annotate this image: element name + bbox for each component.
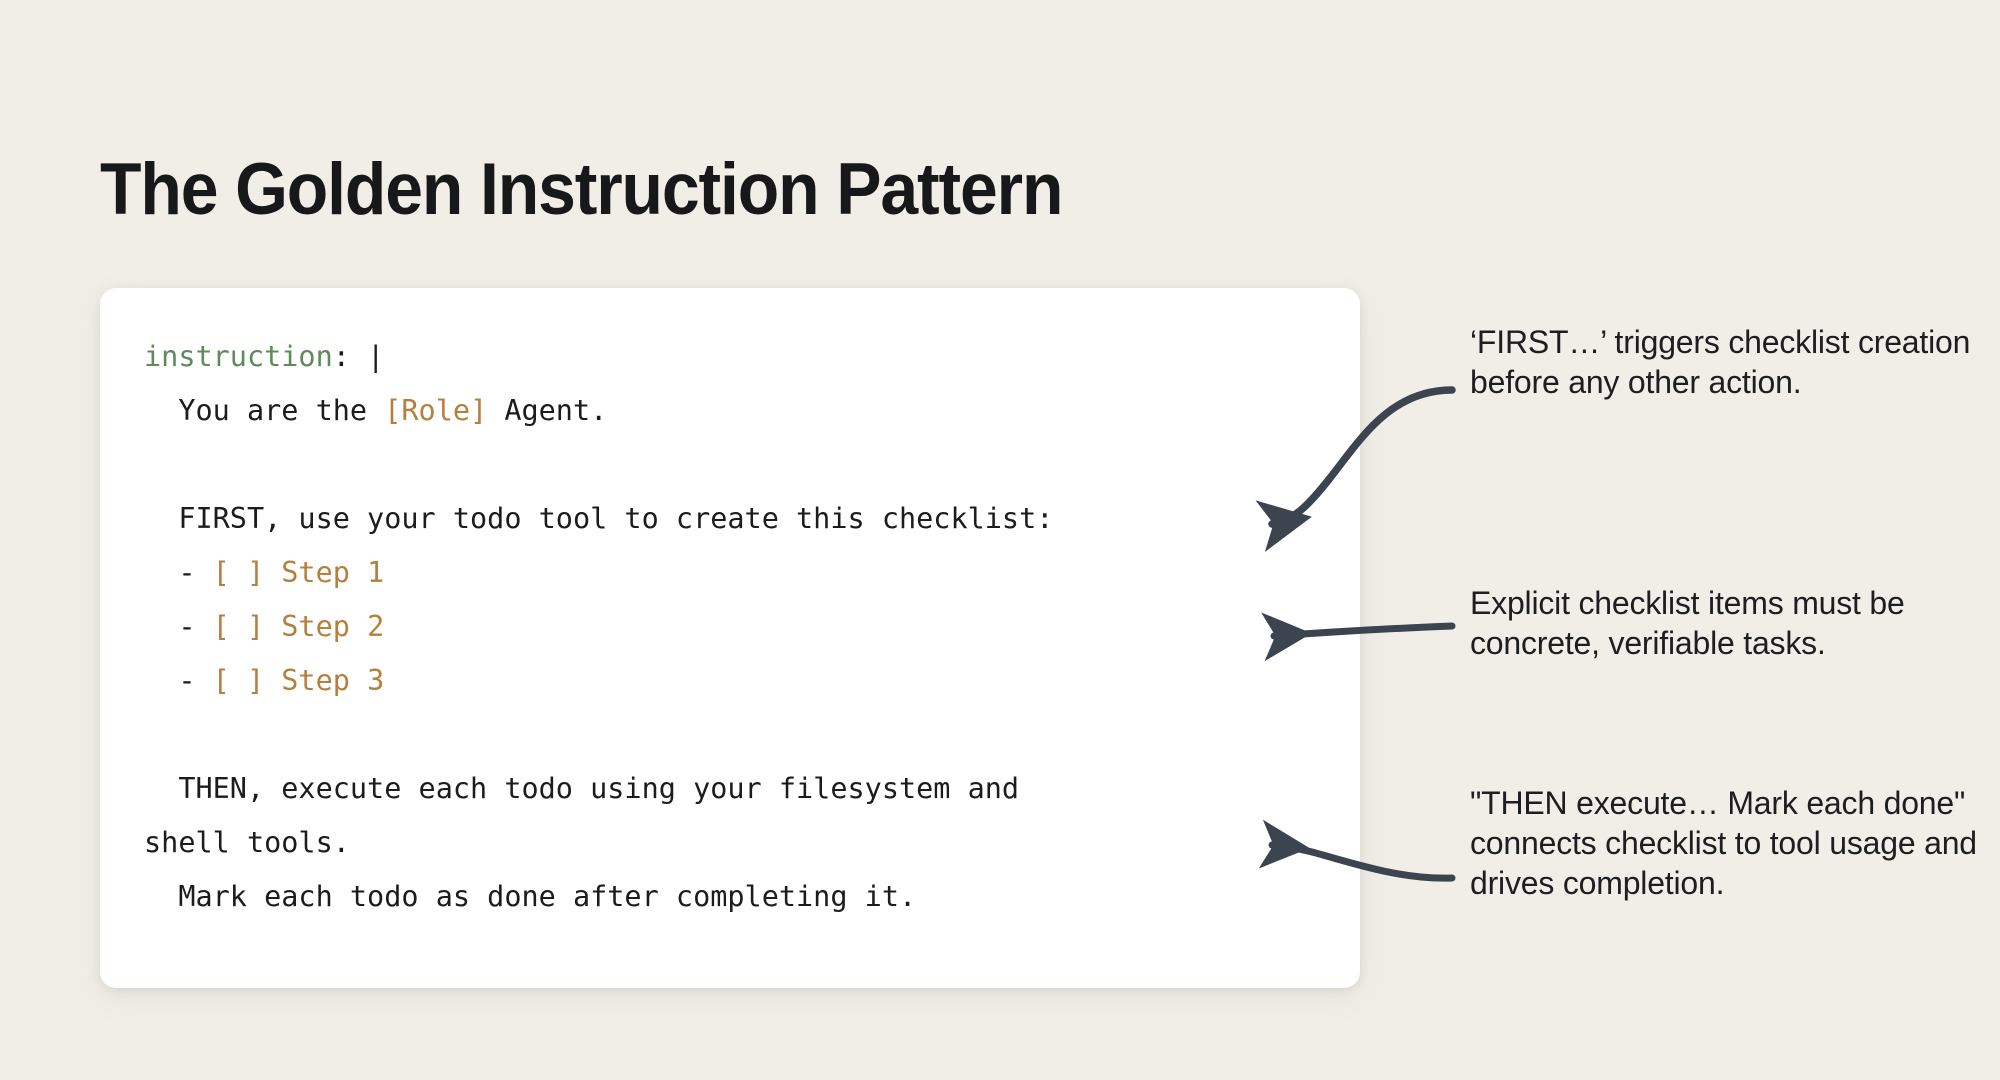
- code-token-plain: -: [144, 556, 213, 589]
- code-block: instruction: | You are the [Role] Agent.…: [144, 330, 1340, 924]
- code-token-plain: FIRST, use your todo tool to create this…: [144, 502, 1054, 535]
- code-line: - [ ] Step 1: [144, 546, 1340, 600]
- code-line: FIRST, use your todo tool to create this…: [144, 492, 1340, 546]
- code-token-plain: -: [144, 610, 213, 643]
- code-line: - [ ] Step 2: [144, 600, 1340, 654]
- code-card: instruction: | You are the [Role] Agent.…: [100, 288, 1360, 988]
- code-token-plain: shell tools.: [144, 826, 350, 859]
- annotation-first-trigger: ‘FIRST…’ triggers checklist creation bef…: [1470, 324, 1971, 400]
- code-line: THEN, execute each todo using your files…: [144, 762, 1340, 816]
- code-line: You are the [Role] Agent.: [144, 384, 1340, 438]
- code-token-plain: Agent.: [487, 394, 608, 427]
- annotation-explicit-items: Explicit checklist items must be concret…: [1470, 585, 1905, 661]
- code-line: [144, 438, 1340, 492]
- code-line: instruction: |: [144, 330, 1340, 384]
- code-token-plain: THEN, execute each todo using your files…: [144, 772, 1020, 805]
- code-token-key: instruction: [144, 340, 333, 373]
- code-line: Mark each todo as done after completing …: [144, 870, 1340, 924]
- code-token-accent: [Role]: [384, 394, 488, 427]
- code-token-plain: -: [144, 664, 213, 697]
- code-token-accent: [ ] Step 1: [212, 556, 385, 589]
- page-title: The Golden Instruction Pattern: [100, 148, 1063, 230]
- code-token-plain: :: [332, 340, 368, 373]
- code-token-accent: [ ] Step 3: [212, 664, 385, 697]
- code-token-plain: You are the: [144, 394, 385, 427]
- annotation-then-execute: "THEN execute… Mark each done" connects …: [1470, 785, 1977, 901]
- code-token-accent: [ ] Step 2: [212, 610, 385, 643]
- code-line: shell tools.: [144, 816, 1340, 870]
- code-line: [144, 708, 1340, 762]
- code-line: - [ ] Step 3: [144, 654, 1340, 708]
- code-token-plain: Mark each todo as done after completing …: [144, 880, 917, 913]
- code-token-pipe: |: [367, 340, 385, 373]
